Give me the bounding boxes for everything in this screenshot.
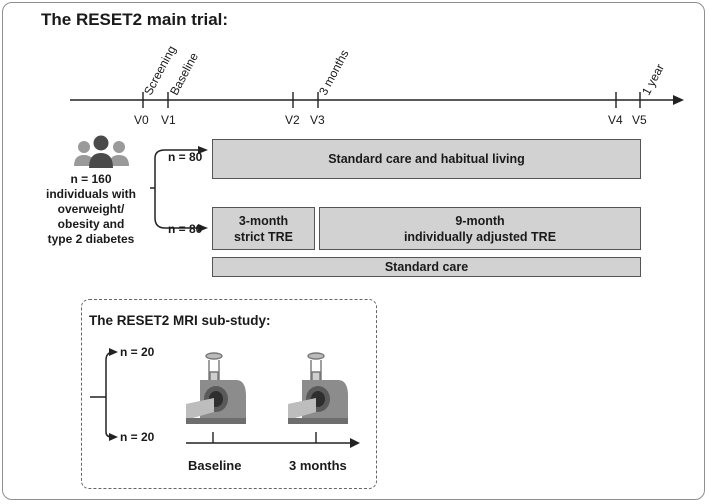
mri-lower-arrowhead	[109, 433, 118, 441]
standard-care-habitual-label: Standard care and habitual living	[328, 152, 525, 166]
standard-care-box: Standard care	[212, 257, 641, 277]
mri-scanner-icon	[288, 380, 348, 424]
adjusted-tre-box: 9-month individually adjusted TRE	[319, 207, 641, 250]
population-line-2: overweight/	[57, 202, 125, 216]
mri-timeline-arrowhead	[350, 438, 360, 448]
standard-care-habitual-box: Standard care and habitual living	[212, 139, 641, 179]
population-line-1: individuals with	[46, 187, 137, 201]
mri-substudy-panel	[81, 299, 377, 489]
population-label: n = 160 individuals with overweight/ obe…	[46, 172, 136, 247]
timeline-arrowhead	[673, 95, 684, 105]
mri-upper-n: n = 20	[120, 345, 155, 359]
randomization-bracket	[150, 149, 200, 229]
lower-arm-n: n = 80	[168, 222, 203, 236]
visit-v3: V3	[310, 113, 325, 127]
adjusted-tre-line-2: individually adjusted TRE	[403, 229, 557, 244]
mri-lower-n: n = 20	[120, 430, 155, 444]
visit-v0: V0	[134, 113, 149, 127]
mri-substudy-title: The RESET2 MRI sub-study:	[89, 313, 271, 328]
mri-timepoint-baseline: Baseline	[188, 458, 242, 473]
people-group-icon	[74, 135, 129, 168]
upper-arm-n: n = 80	[168, 150, 203, 164]
visit-v1: V1	[161, 113, 176, 127]
visit-v5: V5	[632, 113, 647, 127]
visit-v4: V4	[608, 113, 623, 127]
strict-tre-line-1: 3-month	[238, 213, 289, 228]
strict-tre-line-2: strict TRE	[233, 229, 294, 244]
population-line-3: obesity and	[57, 217, 125, 231]
figure-frame	[2, 2, 705, 500]
main-trial-title: The RESET2 main trial:	[41, 10, 229, 29]
lower-arm-arrowhead	[198, 224, 208, 232]
standard-care-label: Standard care	[384, 260, 469, 274]
population-count: n = 160	[70, 172, 112, 186]
mri-upper-arrowhead	[109, 348, 118, 356]
strict-tre-box: 3-month strict TRE	[212, 207, 315, 250]
mri-timepoint-3-months: 3 months	[289, 458, 347, 473]
upper-arm-arrowhead	[198, 146, 208, 154]
visit-v2: V2	[285, 113, 300, 127]
mri-scanner-icon	[186, 380, 246, 424]
population-line-4: type 2 diabetes	[47, 232, 135, 246]
mri-bracket	[90, 351, 115, 438]
adjusted-tre-line-1: 9-month	[455, 213, 505, 228]
